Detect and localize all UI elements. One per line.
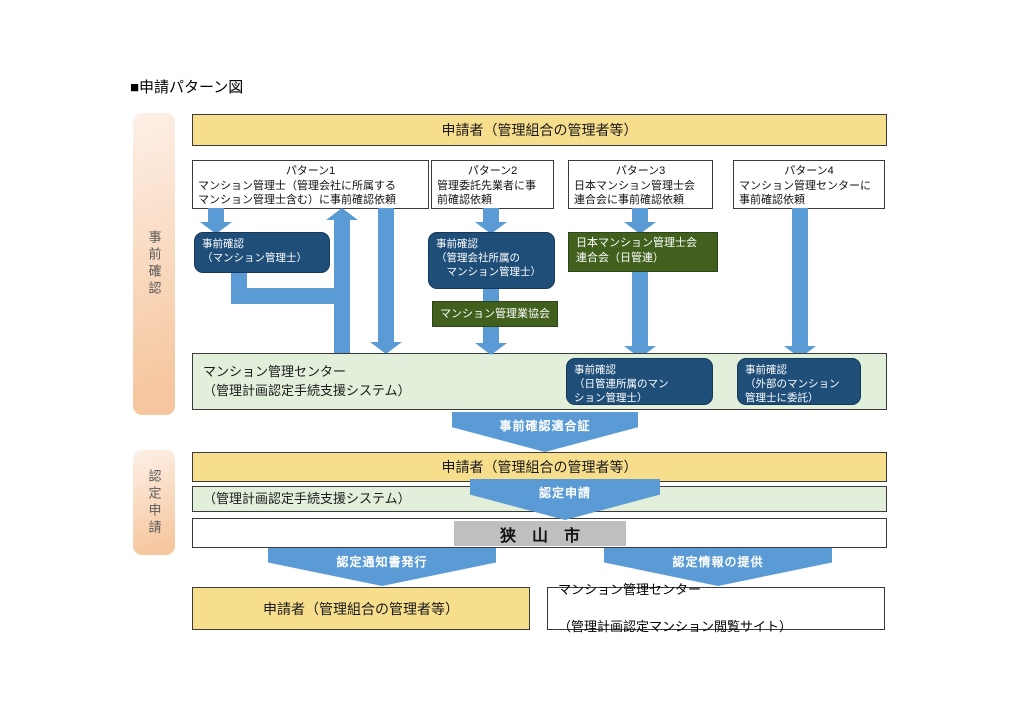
- pattern1-body: マンション管理士（管理会社に所属する マンション管理士含む）に事前確認依頼: [198, 179, 396, 207]
- application-arrow: 認定申請: [470, 479, 660, 520]
- pattern1-box: パターン1 マンション管理士（管理会社に所属する マンション管理士含む）に事前確…: [192, 160, 429, 209]
- bottom-center-site: （管理計画認定マンション閲覧サイト）: [558, 618, 793, 634]
- org-box-nikkanren: 日本マンション管理士会 連合会（日管連）: [568, 232, 718, 272]
- pattern4-box: パターン4 マンション管理センターに 事前確認依頼: [733, 160, 885, 209]
- pattern3-box: パターン3 日本マンション管理士会 連合会に事前確認依頼: [568, 160, 713, 209]
- precheck-box-p4: 事前確認 （外部のマンション 管理士に委託）: [737, 358, 861, 405]
- applicant-top-bar: 申請者（管理組合の管理者等）: [192, 114, 887, 146]
- bottom-applicant-box: 申請者（管理組合の管理者等）: [192, 587, 530, 630]
- arrow-return-up-icon: [326, 208, 358, 355]
- city-box: 狭 山 市: [192, 518, 887, 548]
- pattern4-body: マンション管理センターに 事前確認依頼: [739, 179, 871, 207]
- precheck-box-p3: 事前確認 （日管連所属のマン ション管理士）: [566, 358, 713, 405]
- precheck-box-p1: 事前確認 （マンション管理士）: [194, 232, 330, 273]
- application-arrow-label: 認定申請: [538, 486, 591, 500]
- org-box-kanri-gyokyokai: マンション管理業協会: [432, 301, 558, 327]
- pattern3-title: パターン3: [615, 165, 666, 177]
- stage-label-precheck: 事前確認: [133, 113, 175, 415]
- page-title: ■申請パターン図: [130, 79, 244, 96]
- notice-arrow-label: 認定通知書発行: [336, 555, 428, 569]
- arrow-p2-down-icon: [475, 208, 507, 234]
- bottom-center-text: マンション管理センター （管理計画認定マンション閲覧サイト）: [558, 581, 792, 636]
- precheck-box-p2: 事前確認 （管理会社所属の マンション管理士）: [428, 232, 555, 289]
- certificate-arrow: 事前確認適合証: [452, 412, 638, 452]
- bottom-center-box: マンション管理センター （管理計画認定マンション閲覧サイト）: [547, 582, 885, 634]
- city-label: 狭 山 市: [454, 521, 626, 546]
- system-mid-label: （管理計画認定手続支援システム）: [203, 490, 411, 506]
- arrow-p1-to-center-icon: [370, 208, 402, 354]
- pattern2-title: パターン2: [467, 165, 518, 177]
- management-center-name: マンション管理センター: [203, 364, 347, 380]
- arrow-p3-to-center-icon: [624, 272, 656, 358]
- pattern2-box: パターン2 管理委託先業者に事 前確認依頼: [431, 160, 554, 209]
- arrow-p4-to-center-icon: [784, 208, 816, 358]
- pattern4-title: パターン4: [784, 165, 834, 177]
- stage-label-application: 認定申請: [133, 450, 175, 555]
- pattern3-body: 日本マンション管理士会 連合会に事前確認依頼: [574, 179, 695, 207]
- applicant-mid-bar: 申請者（管理組合の管理者等）: [192, 452, 887, 482]
- arrow-p1-down-icon: [200, 208, 232, 234]
- notice-arrow: 認定通知書発行: [268, 548, 496, 586]
- management-center-system: （管理計画認定手続支援システム）: [203, 382, 411, 398]
- arrow-p3-down-icon: [624, 208, 656, 234]
- pattern1-title: パターン1: [285, 165, 336, 177]
- certificate-arrow-label: 事前確認適合証: [499, 419, 591, 433]
- bottom-center-name: マンション管理センター: [558, 582, 702, 598]
- info-arrow-label: 認定情報の提供: [672, 555, 764, 569]
- connector-horizontal-segment: [231, 288, 350, 304]
- pattern2-body: 管理委託先業者に事 前確認依頼: [437, 179, 536, 207]
